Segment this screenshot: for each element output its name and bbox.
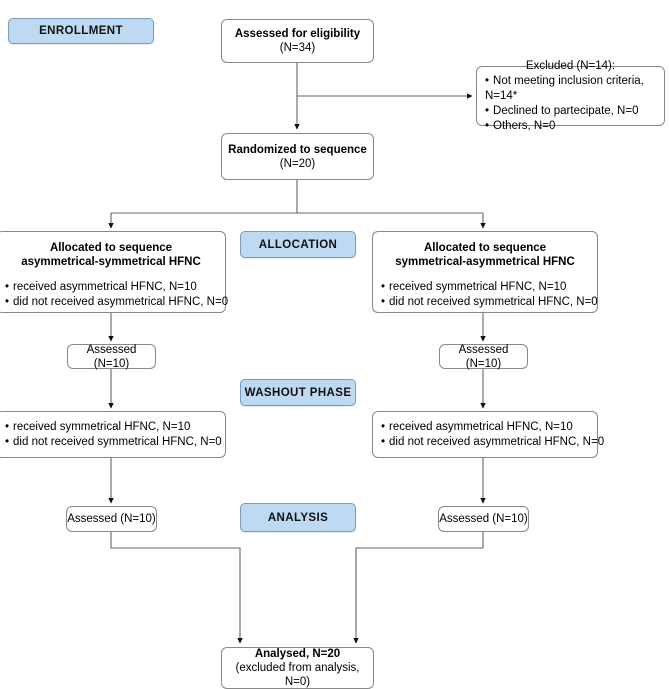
excluded-heading: Excluded (N=14): (525, 59, 616, 72)
washout-left-item-2: did not received symmetrical HFNC, N=0 (5, 435, 222, 450)
box-allocation-left: Allocated to sequence asymmetrical-symme… (0, 231, 228, 313)
allocation-right-title: Allocated to sequence (423, 242, 547, 254)
phase-analysis-text: ANALYSIS (267, 511, 329, 524)
phase-label-analysis: ANALYSIS (240, 503, 356, 532)
phase-label-allocation: ALLOCATION (240, 231, 356, 258)
box-assessed-for-eligibility: Assessed for eligibility (N=34) (221, 19, 374, 63)
excluded-list: Not meeting inclusion criteria, N=14* De… (477, 74, 664, 134)
allocation-left-title: Allocated to sequence (49, 242, 173, 254)
assessed-right-2-text: Assessed (N=10) (439, 513, 528, 525)
box-washout-left: received symmetrical HFNC, N=10 did not … (0, 411, 226, 458)
phase-label-enrollment: ENROLLMENT (8, 18, 154, 44)
washout-left-list: received symmetrical HFNC, N=10 did not … (0, 420, 225, 450)
phase-label-washout: WASHOUT PHASE (240, 379, 356, 406)
randomized-title: Randomized to sequence (228, 143, 367, 156)
box-excluded: Excluded (N=14): Not meeting inclusion c… (476, 60, 665, 132)
box-washout-right: received asymmetrical HFNC, N=10 did not… (372, 411, 604, 458)
box-analysed: Analysed, N=20 (excluded from analysis, … (221, 647, 374, 689)
allocation-left-subtitle: asymmetrical-symmetrical HFNC (21, 256, 201, 268)
analysed-title: Analysed, N=20 (254, 648, 341, 660)
phase-washout-text: WASHOUT PHASE (244, 386, 352, 399)
box-assessed-right-1: Assessed (N=10) (439, 343, 528, 370)
box-assessed-left-1: Assessed (N=10) (67, 343, 156, 370)
allocation-right-item-1: received symmetrical HFNC, N=10 (381, 280, 589, 295)
phase-enrollment-text: ENROLLMENT (39, 25, 123, 37)
box-assessed-left-2: Assessed (N=10) (66, 506, 157, 532)
washout-right-item-1: received asymmetrical HFNC, N=10 (381, 420, 589, 435)
assessed-left-1-text: Assessed (N=10) (86, 343, 137, 370)
allocation-left-list: received asymmetrical HFNC, N=10 did not… (0, 280, 228, 310)
excluded-item-1: Not meeting inclusion criteria, N=14* (485, 74, 656, 104)
edge-right-assessed2-to-analysed (353, 532, 484, 644)
edge-left-assessed2-to-analysed (110, 532, 243, 644)
box-allocation-right: Allocated to sequence symmetrical-asymme… (372, 231, 598, 313)
eligibility-title: Assessed for eligibility (234, 28, 361, 40)
washout-left-item-1: received symmetrical HFNC, N=10 (5, 420, 217, 435)
assessed-right-1-text: Assessed (N=10) (458, 343, 509, 370)
excluded-item-2: Declined to partecipate, N=0 (485, 104, 656, 119)
assessed-left-2-text: Assessed (N=10) (67, 513, 156, 525)
washout-right-item-2: did not received asymmetrical HFNC, N=0 (381, 435, 604, 450)
allocation-right-list: received symmetrical HFNC, N=10 did not … (373, 280, 598, 310)
allocation-left-item-1: received asymmetrical HFNC, N=10 (5, 280, 217, 295)
allocation-right-subtitle: symmetrical-asymmetrical HFNC (395, 256, 575, 268)
allocation-right-item-2: did not received symmetrical HFNC, N=0 (381, 295, 598, 310)
washout-right-list: received asymmetrical HFNC, N=10 did not… (373, 420, 604, 450)
box-randomized: Randomized to sequence (N=20) (221, 133, 374, 180)
randomized-count: (N=20) (279, 157, 316, 170)
box-assessed-right-2: Assessed (N=10) (438, 506, 529, 532)
excluded-item-3: Others, N=0 (485, 119, 656, 134)
analysed-subtitle: (excluded from analysis, N=0) (235, 662, 360, 688)
eligibility-count: (N=34) (279, 42, 316, 54)
phase-allocation-text: ALLOCATION (258, 238, 338, 251)
allocation-left-item-2: did not received asymmetrical HFNC, N=0 (5, 295, 228, 310)
